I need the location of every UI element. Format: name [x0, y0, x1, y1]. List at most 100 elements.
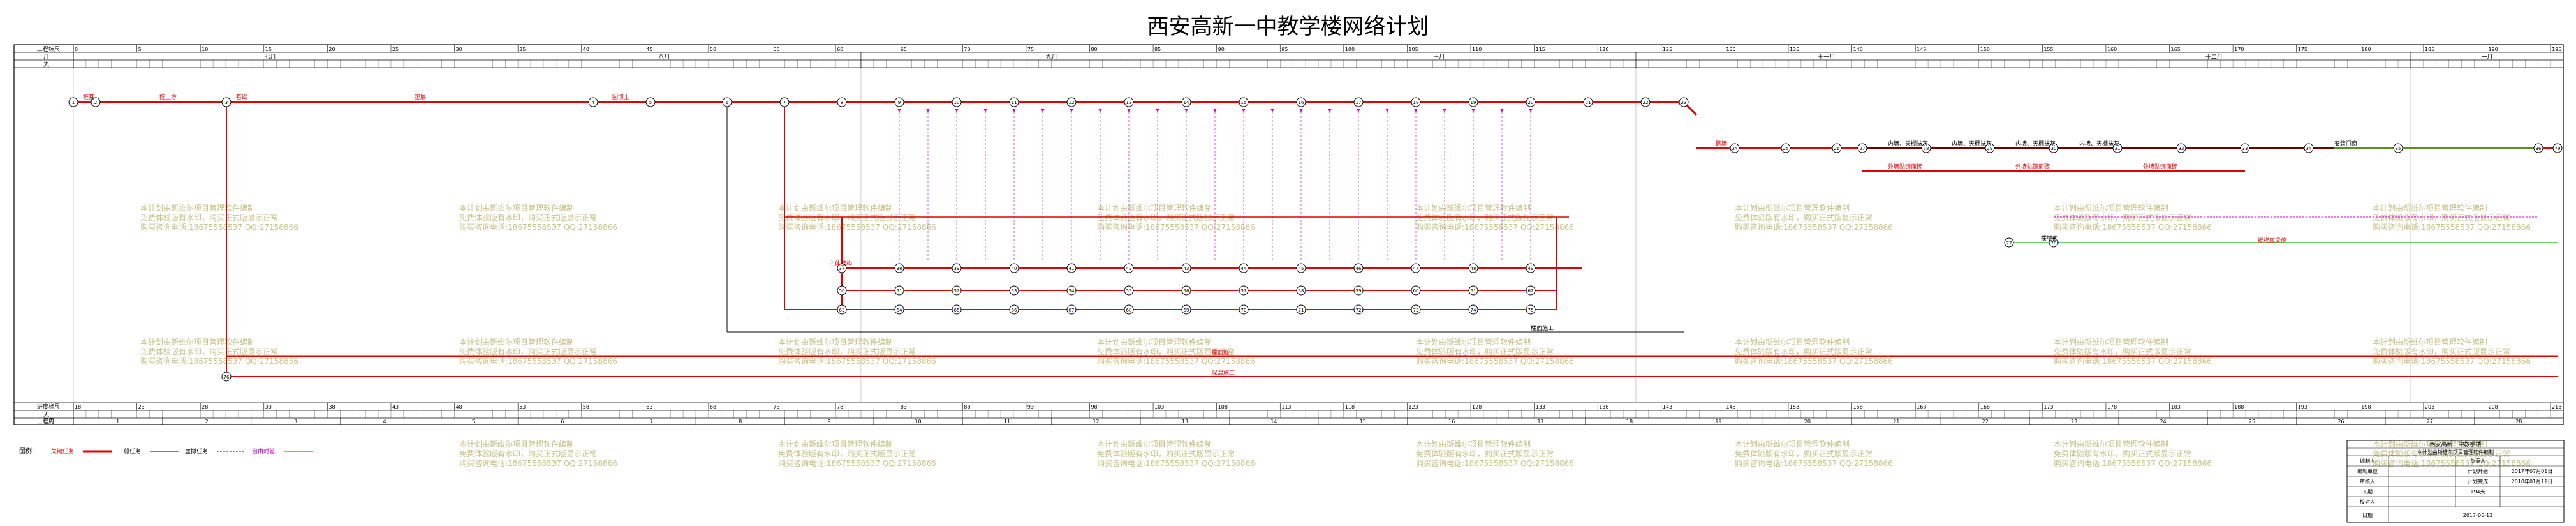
node-number: 69	[1184, 308, 1189, 313]
node-number: 60	[1413, 289, 1419, 294]
network-node: 27	[1857, 143, 1867, 153]
node-circle	[1411, 97, 1421, 107]
bottom-scale-label: 173	[2043, 404, 2053, 410]
info-v2b: 2018年01月11日	[2512, 478, 2553, 485]
float-arrowhead	[1357, 109, 1360, 112]
top-scale-label: 165	[2171, 47, 2181, 52]
node-circle	[1857, 143, 1867, 153]
node-number: 38	[897, 266, 902, 271]
float-arrowhead	[1299, 109, 1303, 112]
bottom-scale-label: 193	[2298, 404, 2307, 410]
legend-item-float: 自由时差	[252, 447, 275, 455]
top-scale-label: 40	[583, 47, 589, 52]
watermark-text: 本计划由斯维尔项目管理软件编制	[1735, 337, 1850, 347]
network-node: 8	[837, 97, 847, 107]
week-label: 13	[1182, 419, 1188, 425]
legend-title: 图例:	[19, 447, 34, 455]
node-circle	[1468, 285, 1478, 296]
network-node: 73	[1411, 304, 1421, 315]
top-scale-label: 160	[2107, 47, 2117, 52]
node-number: 28	[1924, 146, 1929, 151]
top-scale-label: 50	[710, 47, 716, 52]
watermark-text: 本计划由斯维尔项目管理软件编制	[2054, 337, 2168, 347]
network-node: 21	[1583, 97, 1593, 107]
activity-label: 垫层	[415, 93, 426, 101]
node-number: 63	[839, 308, 845, 313]
network-node: 41	[1066, 263, 1077, 273]
network-node: 65	[952, 304, 962, 315]
node-circle	[1526, 285, 1536, 296]
activity-label: 外墙贴饰面砖	[2015, 163, 2050, 170]
float-arrowhead	[1041, 109, 1045, 112]
network-node: 17	[1353, 97, 1364, 107]
watermark-text: 购买咨询电话:18675558537 QQ:27158866	[1735, 222, 1893, 232]
node-number: 70	[1241, 308, 1247, 313]
watermark-text: 本计划由斯维尔项目管理软件编制	[1735, 203, 1850, 213]
node-circle	[1009, 304, 1019, 315]
bottom-scale-label: 188	[2234, 404, 2244, 410]
bottom-scale-label: 28	[202, 404, 208, 410]
watermark-text: 购买咨询电话:18675558537 QQ:27158866	[778, 222, 936, 232]
top-scale-label: 85	[1154, 47, 1161, 52]
watermark-text: 本计划由斯维尔项目管理软件编制	[140, 337, 255, 347]
network-node: 37	[837, 263, 847, 273]
float-arrowhead	[1328, 109, 1332, 112]
node-circle	[1124, 263, 1134, 273]
top-scale-label: 60	[837, 47, 843, 52]
node-circle	[645, 97, 656, 107]
node-number: 73	[1413, 308, 1419, 313]
activity-label: 屋面施工	[1212, 349, 1235, 356]
watermark-text: 购买咨询电话:18675558537 QQ:27158866	[459, 222, 617, 232]
bottom-scale-label: 98	[1091, 404, 1097, 410]
watermark-text: 免费体验版有水印，购买正式版显示正常	[2054, 449, 2191, 458]
network-node: 31	[2112, 143, 2123, 153]
watermark-text: 免费体验版有水印，购买正式版显示正常	[2054, 347, 2191, 356]
node-circle	[1526, 97, 1536, 107]
watermarks: 本计划由斯维尔项目管理软件编制免费体验版有水印，购买正式版显示正常购买咨询电话:…	[140, 203, 2531, 468]
row-label-day: 天	[43, 62, 49, 68]
network-node: 49	[1526, 263, 1536, 273]
top-scale-label: 115	[1536, 47, 1545, 52]
network-node: 61	[1468, 285, 1478, 296]
network-node: 78	[2049, 237, 2059, 248]
node-number: 65	[954, 308, 960, 313]
bottom-scale-label: 23	[138, 404, 145, 410]
activity-label: 内墙、天棚抹灰	[2015, 140, 2056, 147]
node-circle	[91, 97, 101, 107]
float-arrowhead	[1098, 109, 1102, 112]
float-arrowhead	[926, 109, 930, 112]
network-node: 74	[1468, 304, 1478, 315]
node-number: 16	[1299, 100, 1304, 105]
node-number: 58	[1299, 289, 1304, 294]
network-node: 67	[1066, 304, 1077, 315]
network-node: 75	[1526, 304, 1536, 315]
week-label: 15	[1360, 419, 1366, 425]
info-v5: 2017-06-13	[2463, 513, 2493, 518]
month-labels: 七月八月九月十月十一月十二月一月	[73, 52, 2492, 68]
node-circle	[1181, 285, 1191, 296]
info-v0: 负责人	[2470, 458, 2485, 464]
watermark-text: 免费体验版有水印，购买正式版显示正常	[459, 449, 597, 458]
node-number: 18	[1413, 100, 1419, 105]
watermark-text: 免费体验版有水印，购买正式版显示正常	[778, 347, 916, 356]
node-number: 55	[1126, 289, 1132, 294]
activity-label: 内墙、天棚抹灰	[2079, 140, 2119, 147]
network-node: 57	[1239, 285, 1249, 296]
node-circle	[1239, 285, 1249, 296]
node-circle	[1411, 263, 1421, 273]
network-node: 24	[1730, 143, 1740, 153]
node-number: 36	[2536, 146, 2542, 151]
node-circle	[1526, 304, 1536, 315]
node-number: 29	[1987, 146, 1993, 151]
week-label: 3	[294, 419, 297, 425]
watermark-text: 本计划由斯维尔项目管理软件编制	[459, 337, 574, 347]
node-number: 20	[1528, 100, 1534, 105]
watermark-text: 免费体验版有水印，购买正式版显示正常	[1097, 347, 1235, 356]
node-circle	[1468, 304, 1478, 315]
node-circle	[1181, 304, 1191, 315]
node-number: 17	[1356, 100, 1362, 105]
watermark-text: 免费体验版有水印，购买正式版显示正常	[2373, 347, 2510, 356]
row-label-month: 月	[43, 54, 49, 61]
info-frame	[2346, 440, 2565, 523]
